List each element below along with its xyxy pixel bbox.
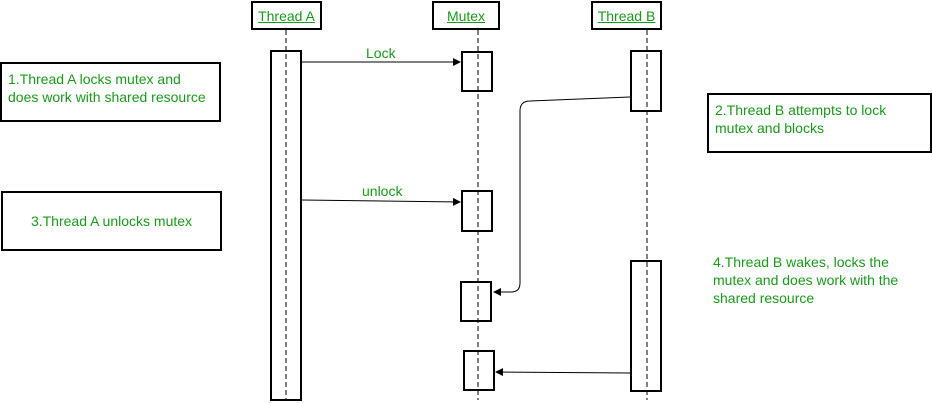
activation-mutex-unlock (461, 190, 493, 232)
participant-mutex: Mutex (432, 1, 500, 30)
note-step-1-line-1: 1.Thread A locks mutex and (8, 71, 181, 87)
note-step-1: 1.Thread A locks mutex and does work wit… (0, 62, 221, 122)
participant-thread-a: Thread A (251, 1, 322, 30)
note-step-2-line-2: mutex and blocks (715, 120, 824, 136)
participant-thread-a-label: Thread A (258, 7, 315, 24)
note-step-2-line-1: 2.Thread B attempts to lock (715, 102, 887, 118)
note-step-4-line-3: shared resource (713, 290, 815, 306)
activation-thread-b-attempt (630, 50, 662, 112)
participant-thread-b-label: Thread B (597, 7, 656, 24)
note-step-4: 4.Thread B wakes, locks the mutex and do… (713, 253, 898, 307)
unlock-arrow (301, 197, 461, 206)
note-step-1-line-2: does work with shared resource (8, 89, 206, 105)
thread-b-lock-arrow (495, 368, 631, 377)
activation-mutex-wake (460, 281, 492, 322)
activation-thread-b-work (630, 260, 662, 392)
lock-message-label: Lock (366, 45, 396, 61)
activation-thread-a (270, 50, 302, 401)
note-step-3: 3.Thread A unlocks mutex (1, 191, 222, 251)
note-step-4-line-1: 4.Thread B wakes, locks the (713, 254, 889, 270)
participant-mutex-label: Mutex (446, 7, 486, 24)
unlock-message-label: unlock (362, 183, 403, 199)
activation-mutex-lock (461, 51, 493, 92)
activation-mutex-final (463, 350, 495, 391)
blocked-wait-arrow (493, 96, 631, 296)
note-step-2: 2.Thread B attempts to lock mutex and bl… (707, 93, 932, 153)
note-step-4-line-2: mutex and does work with the (713, 272, 899, 288)
note-step-3-text: 3.Thread A unlocks mutex (30, 213, 193, 229)
participant-thread-b: Thread B (591, 1, 662, 30)
